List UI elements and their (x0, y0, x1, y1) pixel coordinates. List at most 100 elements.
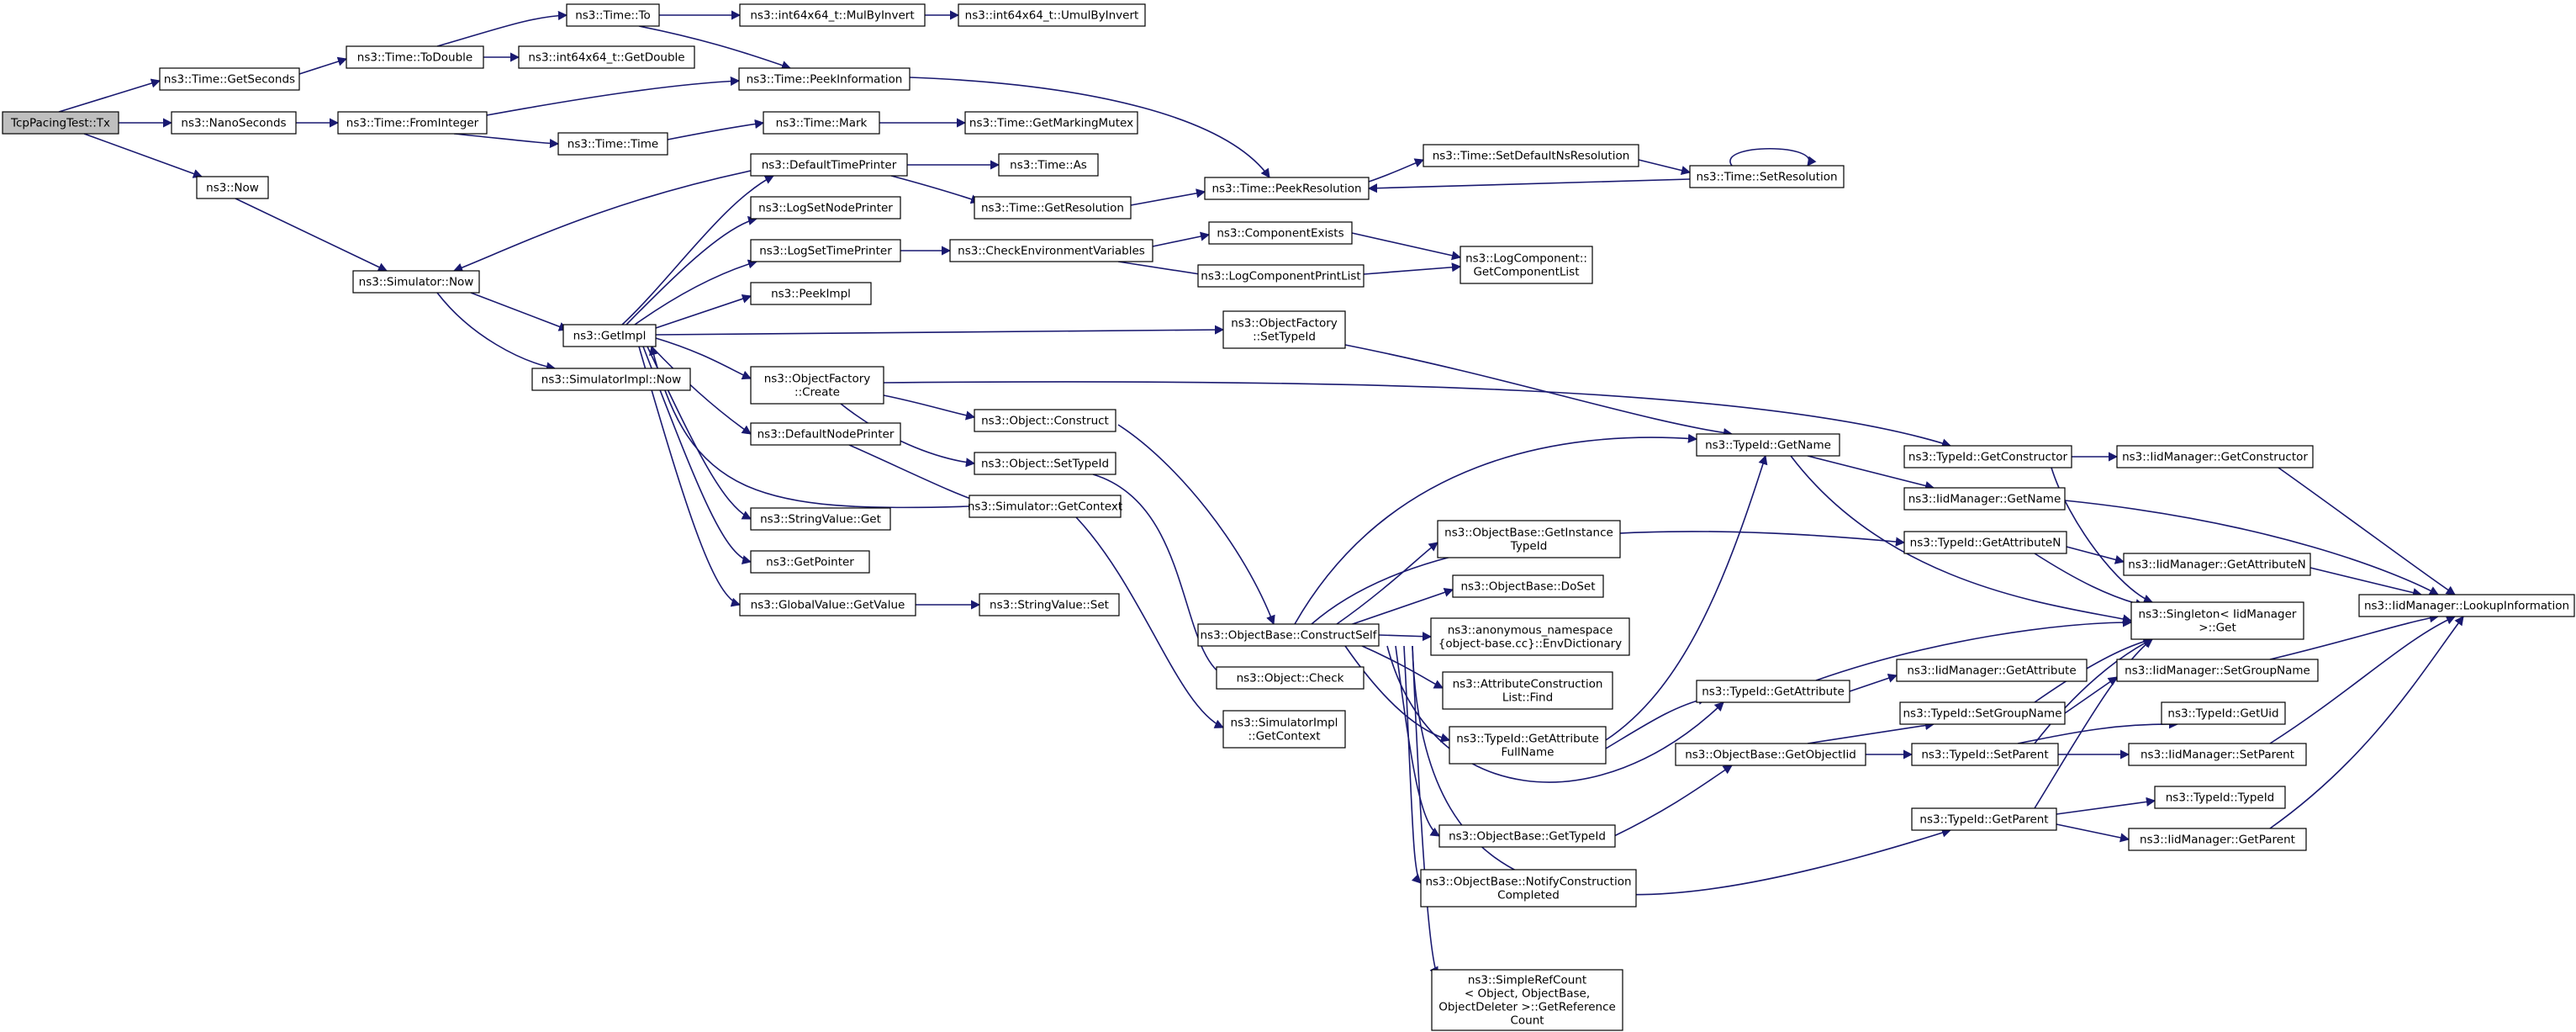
node-getconstructor[interactable]: ns3::TypeId::GetConstructor (1903, 445, 2072, 468)
edge-typeidgetattribute-to-singletonget (1815, 617, 2133, 681)
node-logsettimeprinter[interactable]: ns3::LogSetTimePrinter (750, 239, 901, 262)
node-label: ns3::anonymous_namespace (1448, 623, 1613, 637)
node-objsettypeid[interactable]: ns3::Object::SetTypeId (974, 452, 1116, 475)
node-label: ns3::Time::GetSeconds (164, 72, 295, 86)
node-iidgetattributen[interactable]: ns3::IidManager::GetAttributeN (2123, 553, 2311, 576)
node-simgetcontext[interactable]: ns3::Simulator::GetContext (968, 495, 1122, 518)
node-setdefaultns[interactable]: ns3::Time::SetDefaultNsResolution (1423, 144, 1639, 167)
node-typeidgetuid[interactable]: ns3::TypeId::GetUid (2161, 701, 2286, 725)
node-iidgetparent[interactable]: ns3::IidManager::GetParent (2128, 828, 2307, 851)
node-iidsetparent[interactable]: ns3::IidManager::SetParent (2128, 743, 2307, 766)
node-now[interactable]: ns3::Now (196, 176, 269, 199)
node-getobjectiid[interactable]: ns3::ObjectBase::GetObjectIid (1675, 743, 1866, 766)
node-checkenv[interactable]: ns3::CheckEnvironmentVariables (949, 239, 1153, 262)
node-label: ns3::DefaultTimePrinter (762, 158, 897, 172)
node-box (750, 366, 884, 405)
node-envdictionary[interactable]: ns3::anonymous_namespace{object-base.cc}… (1430, 617, 1630, 656)
node-stringvalueget[interactable]: ns3::StringValue::Get (750, 507, 891, 531)
node-simimplnow[interactable]: ns3::SimulatorImpl::Now (531, 368, 691, 391)
node-iidgetconstructor[interactable]: ns3::IidManager::GetConstructor (2116, 445, 2314, 468)
node-mulbyinvert[interactable]: ns3::int64x64_t::MulByInvert (739, 3, 926, 27)
node-box (1204, 177, 1370, 200)
node-objcheck[interactable]: ns3::Object::Check (1216, 666, 1365, 690)
node-getdouble[interactable]: ns3::int64x64_t::GetDouble (518, 45, 695, 69)
node-box (2358, 594, 2575, 617)
node-label: ns3::TypeId::GetUid (2167, 707, 2278, 720)
node-timector[interactable]: ns3::Time::Time (557, 132, 668, 156)
node-getseconds[interactable]: ns3::Time::GetSeconds (159, 67, 300, 91)
node-iidsetgroupname[interactable]: ns3::IidManager::SetGroupName (2116, 659, 2319, 682)
node-defaulttimeprinter[interactable]: ns3::DefaultTimePrinter (750, 153, 908, 177)
node-box (1216, 666, 1365, 690)
node-typeidtypeid[interactable]: ns3::TypeId::TypeId (2154, 786, 2286, 809)
node-getreferencecount[interactable]: ns3::SimpleRefCount< Object, ObjectBase,… (1431, 969, 1623, 1031)
node-simimplgetcontext[interactable]: ns3::SimulatorImpl::GetContext (1222, 710, 1346, 749)
node-ofcreate[interactable]: ns3::ObjectFactory::Create (750, 366, 884, 405)
node-label: ns3::SimulatorImpl (1231, 716, 1338, 729)
node-mark[interactable]: ns3::Time::Mark (763, 111, 880, 135)
node-componentexists[interactable]: ns3::ComponentExists (1208, 221, 1353, 245)
node-tx[interactable]: TcpPacingTest::Tx (2, 111, 119, 135)
node-globalvalueget[interactable]: ns3::GlobalValue::GetValue (739, 593, 916, 617)
node-defaultnodeprinter[interactable]: ns3::DefaultNodePrinter (750, 422, 901, 446)
edge-getimpl-to-defaultnodeprinter (651, 346, 752, 435)
edge-setresolution-to-peekresolution (1367, 178, 1691, 193)
node-getimpl[interactable]: ns3::GetImpl (562, 324, 657, 347)
node-box (2123, 553, 2311, 576)
node-stringvalueset[interactable]: ns3::StringValue::Set (979, 593, 1120, 617)
node-peekresolution[interactable]: ns3::Time::PeekResolution (1204, 177, 1370, 200)
node-setparent[interactable]: ns3::TypeId::SetParent (1911, 743, 2059, 766)
node-umulbyinvert[interactable]: ns3::int64x64_t::UmulByInvert (958, 3, 1146, 27)
node-nanoseconds[interactable]: ns3::NanoSeconds (171, 111, 297, 135)
node-setgroupname[interactable]: ns3::TypeId::SetGroupName (1899, 701, 2066, 725)
node-notifyconstruction[interactable]: ns3::ObjectBase::NotifyConstructionCompl… (1420, 869, 1637, 908)
node-ofsettypeid[interactable]: ns3::ObjectFactory::SetTypeId (1222, 310, 1346, 349)
node-typeidgetattribute[interactable]: ns3::TypeId::GetAttribute (1696, 680, 1850, 703)
node-iidgetattribute[interactable]: ns3::IidManager::GetAttribute (1896, 659, 2088, 682)
node-box (196, 176, 269, 199)
edge-iidsetgroupname-to-lookupinformation (2269, 613, 2440, 660)
node-singletonget[interactable]: ns3::Singleton< IidManager >::Get (2130, 601, 2304, 640)
node-objconstruct[interactable]: ns3::Object::Construct (974, 409, 1116, 432)
edge-frominteger-to-timector (453, 133, 560, 149)
node-label: ns3::Object::Check (1237, 671, 1344, 685)
node-getresolution[interactable]: ns3::Time::GetResolution (974, 196, 1132, 220)
node-peekinformation[interactable]: ns3::Time::PeekInformation (738, 67, 911, 91)
edge-getimpl-to-ofsettypeid (655, 325, 1225, 336)
node-timeas[interactable]: ns3::Time::As (998, 153, 1099, 177)
node-box (518, 45, 695, 69)
node-peekimpl[interactable]: ns3::PeekImpl (750, 282, 872, 305)
node-lookupinformation[interactable]: ns3::IidManager::LookupInformation (2358, 594, 2575, 617)
node-setresolution[interactable]: ns3::Time::SetResolution (1689, 165, 1845, 188)
node-logsetnodeprinter[interactable]: ns3::LogSetNodePrinter (750, 196, 901, 220)
node-box (1197, 264, 1365, 288)
node-label: ns3::ObjectBase::GetInstance (1444, 526, 1613, 539)
node-label: ns3::Time::To (575, 8, 651, 22)
node-box (2161, 701, 2286, 725)
node-typeidgetname[interactable]: ns3::TypeId::GetName (1696, 433, 1840, 457)
node-getcomponentlist[interactable]: ns3::LogComponent::GetComponentList (1460, 246, 1593, 284)
node-frominteger[interactable]: ns3::Time::FromInteger (337, 111, 488, 135)
node-getmarkingmutex[interactable]: ns3::Time::GetMarkingMutex (964, 111, 1138, 135)
node-getparent[interactable]: ns3::TypeId::GetParent (1911, 807, 2057, 831)
node-iidgetname[interactable]: ns3::IidManager::GetName (1903, 487, 2066, 511)
node-doset[interactable]: ns3::ObjectBase::DoSet (1452, 574, 1604, 598)
node-getpointer[interactable]: ns3::GetPointer (750, 550, 870, 574)
edge-tx-to-now (83, 133, 203, 178)
node-getattributen[interactable]: ns3::TypeId::GetAttributeN (1903, 531, 2067, 554)
node-box (1438, 824, 1616, 848)
node-label: ns3::Time::ToDouble (357, 50, 472, 64)
node-label: ns3::ObjectFactory (764, 372, 871, 385)
node-logcomponentprintlist[interactable]: ns3::LogComponentPrintList (1197, 264, 1365, 288)
node-constructself[interactable]: ns3::ObjectBase::ConstructSelf (1197, 623, 1380, 647)
node-todouble[interactable]: ns3::Time::ToDouble (346, 45, 484, 69)
edge-tx-to-getseconds (58, 78, 161, 113)
node-obgettypeid[interactable]: ns3::ObjectBase::GetTypeId (1438, 824, 1616, 848)
node-to[interactable]: ns3::Time::To (566, 3, 660, 27)
node-simnow[interactable]: ns3::Simulator::Now (352, 270, 480, 294)
node-label: ns3::Time::GetResolution (981, 201, 1124, 214)
